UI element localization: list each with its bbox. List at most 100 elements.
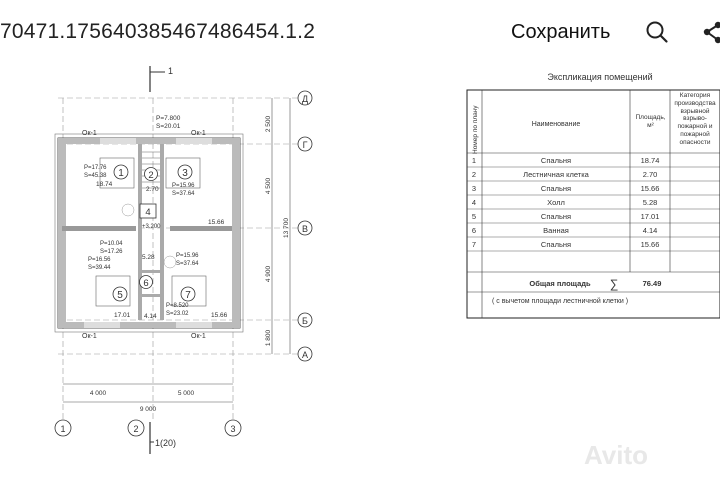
room-area: 2.70 [146, 186, 159, 193]
total-value: 76.49 [643, 279, 662, 288]
room-number: 2 [148, 170, 153, 181]
col-header-area: Площадь, м² [635, 114, 666, 129]
dim-bottom: 5 000 [178, 390, 195, 397]
dim-right: 4 500 [265, 177, 272, 194]
room-perimeter: Р=10.04 [100, 241, 123, 247]
room-area: 18.74 [96, 181, 113, 188]
room-number: 7 [185, 290, 191, 301]
room-number: 6 [143, 278, 148, 289]
room-area: 17.01 [114, 312, 131, 319]
room-area-s: S=17.26 [100, 249, 123, 255]
dim-right: 4 900 [265, 265, 272, 282]
table-cell-num: 1 [472, 156, 476, 165]
room-area-s: S=45.38 [84, 173, 107, 179]
table-cell-name: Спальня [541, 212, 571, 221]
avito-watermark: Avito [584, 440, 649, 470]
axis-col-label: 1 [60, 424, 65, 434]
table-title: Экспликация помещений [547, 72, 652, 82]
room-number: 1 [118, 168, 124, 179]
window-label: Ок-1 [191, 130, 206, 137]
share-button[interactable] [700, 18, 720, 48]
top-area: S=20.01 [156, 123, 181, 130]
search-icon [646, 21, 668, 43]
room-area-s: S=37.64 [172, 191, 195, 197]
axis-row-label: В [302, 224, 308, 234]
room-area: 5.28 [142, 254, 155, 261]
room-area: 15.66 [211, 312, 228, 319]
room-7: Р=15.96 S=37.64 7 15.66 [176, 253, 228, 319]
table-cell-num: 5 [472, 212, 476, 221]
col-header-number: Номер по плану [472, 105, 479, 154]
room-area: 4.14 [144, 313, 157, 320]
axis-row-label: А [302, 350, 308, 360]
room-number: 4 [145, 207, 150, 218]
table-cell-name: Холл [547, 198, 565, 207]
table-cell-area: 5.28 [643, 198, 658, 207]
room-area: 15.66 [208, 219, 225, 226]
table-cell-num: 4 [472, 198, 476, 207]
col-header-name: Наименование [532, 121, 581, 128]
explication-table: Номер по плану Наименование Площадь, м² … [466, 89, 720, 319]
room-perimeter: Р=15.96 [176, 253, 199, 259]
total-label: Общая площадь [529, 279, 591, 288]
share-icon [703, 21, 720, 44]
dim-bottom: 4 000 [90, 390, 107, 397]
table-cell-area: 4.14 [643, 226, 658, 235]
room-1: Р=17.76 S=45.38 1 18.74 [84, 164, 129, 188]
section-mark-bottom: 1(20) [155, 438, 176, 448]
room-perimeter: Р=16.56 [88, 257, 111, 263]
search-button[interactable] [642, 18, 672, 48]
image-title: 70471.175640385467486454.1.2 [0, 20, 316, 43]
axis-row-label: Г [303, 140, 308, 150]
dim-right: 2 500 [265, 115, 272, 132]
top-perimeter: Р=7.800 [156, 115, 181, 122]
table-cell-name: Спальня [541, 156, 571, 165]
floor-plan-walls [54, 133, 244, 333]
dim-right: 13 700 [283, 218, 290, 238]
table-cell-num: 2 [472, 170, 476, 179]
table-cell-name: Лестничная клетка [523, 170, 590, 179]
room-number: 3 [182, 168, 188, 179]
table-cell-area: 17.01 [641, 212, 660, 221]
table-cell-name: Спальня [541, 184, 571, 193]
col-header-category: Категория производства взрывной взрыво-п… [674, 92, 716, 146]
room-perimeter: Р=15.96 [172, 183, 195, 189]
table-cell-num: 6 [472, 226, 476, 235]
room-area-s: S=37.64 [176, 261, 199, 267]
axis-row-label: Д [302, 94, 308, 104]
room-perimeter: Р=8.520 [166, 303, 189, 309]
total-note: ( с вычетом площади лестничной клетки ) [492, 297, 628, 305]
window-label: Ок-1 [191, 333, 206, 340]
window-label: Ок-1 [82, 333, 97, 340]
table-cell-num: 7 [472, 240, 476, 249]
dim-right: 1 800 [265, 329, 272, 346]
section-mark-top: 1 [168, 66, 173, 76]
save-button[interactable]: Сохранить [511, 21, 611, 43]
grid-axis-rows: Д Г В Б А [297, 90, 313, 362]
table-cell-name: Ванная [543, 226, 569, 235]
room-3: 3 Р=15.96 S=37.64 15.66 [172, 164, 225, 226]
window-label: Ок-1 [82, 130, 97, 137]
room-6: 6 4.14 Р=8.520 S=23.02 [139, 275, 189, 320]
room-area-s: S=39.44 [88, 265, 111, 271]
axis-row-label: Б [302, 316, 308, 326]
floor-plan-drawing: 1 Д Г В Б А 2 500 4 500 13 700 4 900 1 8… [54, 66, 720, 454]
level-mark: +3.200 [142, 224, 161, 230]
table-cell-area: 18.74 [641, 156, 660, 165]
top-bar: 70471.175640385467486454.1.2 Сохранить [0, 0, 720, 62]
room-4: 4 +3.200 Р=10.04 S=17.26 5.28 [100, 203, 161, 261]
room-number: 5 [117, 290, 123, 301]
sigma-symbol: ∑ [610, 277, 619, 291]
table-cell-name: Спальня [541, 240, 571, 249]
table-cell-num: 3 [472, 184, 476, 193]
table-cell-area: 15.66 [641, 240, 660, 249]
grid-axis-columns: 1 2 3 [54, 419, 242, 437]
axis-col-label: 3 [230, 424, 235, 434]
room-2: 2 2.70 [144, 167, 159, 193]
room-perimeter: Р=17.76 [84, 165, 107, 171]
table-cell-area: 2.70 [643, 170, 658, 179]
room-area-s: S=23.02 [166, 311, 189, 317]
table-cell-area: 15.66 [641, 184, 660, 193]
room-5: Р=16.56 S=39.44 5 17.01 [88, 257, 131, 319]
dim-bottom: 9 000 [140, 406, 157, 413]
